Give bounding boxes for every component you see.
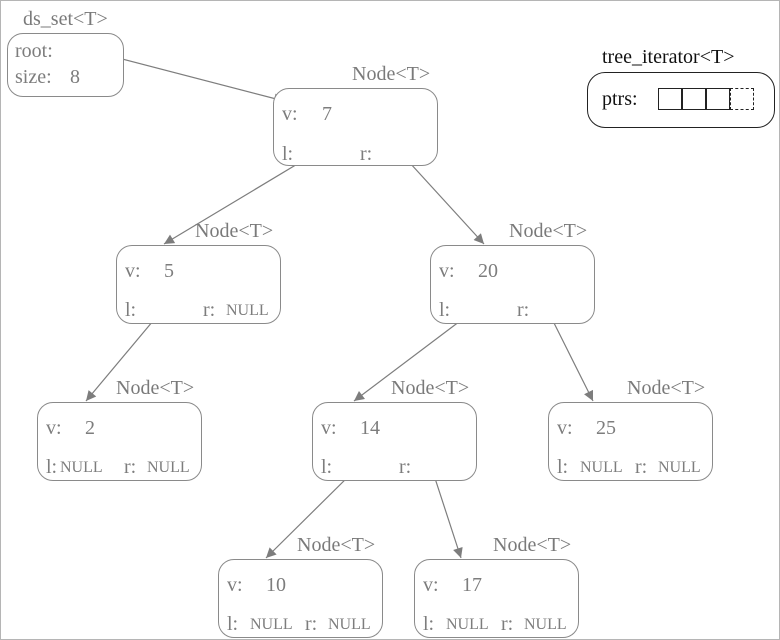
ptrs-cell: [706, 88, 730, 110]
node-v-label: v:: [227, 574, 243, 596]
node-r-label: r:: [501, 613, 514, 635]
node-v-label: v:: [125, 260, 141, 282]
set-size-value: 8: [70, 66, 80, 88]
ptrs-array: [658, 88, 754, 110]
node-value: 25: [596, 417, 616, 439]
node-value: 5: [164, 260, 174, 282]
node-2: v: 2 l: NULL r: NULL: [37, 402, 202, 481]
ptrs-cell: [658, 88, 682, 110]
node-title: Node<T>: [493, 534, 572, 556]
edge-20-right-to-25: [546, 308, 594, 402]
ptrs-cell-dashed: [730, 88, 754, 110]
node-r-label: r:: [305, 613, 318, 635]
null-text: NULL: [580, 459, 623, 476]
node-v-label: v:: [46, 417, 62, 439]
null-text: NULL: [328, 616, 371, 633]
set-root-label: root:: [15, 40, 53, 62]
node-title: Node<T>: [627, 377, 706, 399]
ptrs-cell: [682, 88, 706, 110]
node-r-label: r:: [517, 299, 530, 321]
node-l-label: l:: [227, 613, 239, 635]
node-title: Node<T>: [116, 377, 195, 399]
edge-14-left-to-10: [265, 465, 360, 559]
node-14: v: 14 l: r:: [312, 402, 477, 481]
node-17: v: 17 l: NULL r: NULL: [414, 559, 579, 638]
node-v-label: v:: [439, 260, 455, 282]
null-text: NULL: [446, 616, 489, 633]
node-r-label: r:: [635, 456, 648, 478]
node-l-label: l:: [557, 456, 569, 478]
node-l-label: l:: [46, 456, 58, 478]
node-l-label: l:: [125, 299, 137, 321]
node-25: v: 25 l: NULL r: NULL: [548, 402, 713, 481]
edge-20-left-to-14: [353, 308, 477, 402]
node-v-label: v:: [321, 417, 337, 439]
node-l-label: l:: [439, 299, 451, 321]
node-value: 17: [462, 574, 482, 596]
node-title: Node<T>: [391, 377, 470, 399]
node-v-label: v:: [282, 103, 298, 125]
node-value: 10: [266, 574, 286, 596]
null-text: NULL: [658, 459, 701, 476]
node-r-label: r:: [124, 456, 137, 478]
edge-7-left-to-5: [163, 150, 320, 245]
iterator-ptrs-label: ptrs:: [602, 88, 638, 110]
node-v-label: v:: [423, 574, 439, 596]
node-title: Node<T>: [509, 220, 588, 242]
node-value: 20: [478, 260, 498, 282]
node-l-label: l:: [321, 456, 333, 478]
node-title: Node<T>: [195, 220, 274, 242]
node-7: v: 7 l: r:: [273, 88, 438, 166]
null-text: NULL: [524, 616, 567, 633]
edge-7-right-to-20: [398, 150, 485, 245]
node-title: Node<T>: [352, 63, 431, 85]
set-box: root: size: 8: [7, 33, 124, 97]
node-title: Node<T>: [297, 534, 376, 556]
null-text: NULL: [226, 302, 269, 319]
node-5: v: 5 l: r: NULL: [116, 245, 281, 324]
node-value: 2: [85, 417, 95, 439]
node-value: 7: [322, 103, 332, 125]
node-10: v: 10 l: NULL r: NULL: [218, 559, 383, 638]
null-text: NULL: [60, 459, 103, 476]
edge-14-right-to-17: [430, 465, 463, 559]
node-l-label: l:: [282, 143, 294, 165]
node-v-label: v:: [557, 417, 573, 439]
set-size-label: size:: [15, 66, 52, 88]
node-r-label: r:: [360, 143, 373, 165]
null-text: NULL: [250, 616, 293, 633]
edge-5-left-to-2: [85, 308, 164, 402]
node-l-label: l:: [423, 613, 435, 635]
set-title: ds_set<T>: [23, 8, 108, 30]
node-20: v: 20 l: r:: [430, 245, 595, 324]
node-r-label: r:: [203, 299, 216, 321]
null-text: NULL: [147, 459, 190, 476]
node-r-label: r:: [399, 456, 412, 478]
iterator-box: ptrs:: [587, 72, 775, 128]
node-value: 14: [360, 417, 380, 439]
iterator-title: tree_iterator<T>: [602, 46, 735, 68]
